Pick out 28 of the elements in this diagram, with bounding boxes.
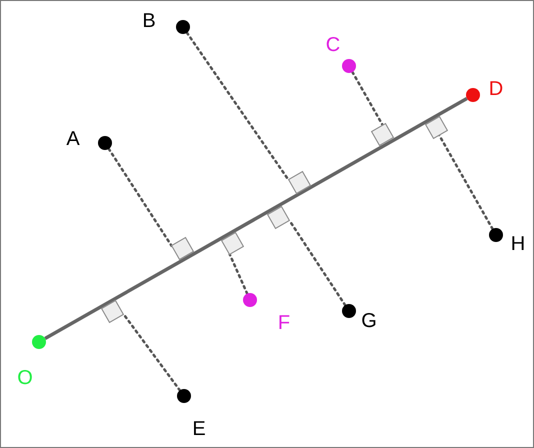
point-label: G [361,311,377,331]
point-dot [342,304,356,318]
point-dot [466,88,480,102]
point-dot [32,335,46,349]
point-label: H [510,234,526,254]
point-dot [489,228,503,242]
point-dot [176,20,190,34]
point-label: B [142,11,156,31]
point-label: C [326,35,340,55]
point-dot [177,389,191,403]
point-label: O [17,368,33,388]
dotted-line [108,148,173,248]
point-dot [342,59,356,73]
dotted-line [351,70,384,127]
point-label: F [278,313,290,333]
point-label: D [488,79,504,99]
right-angle-mark [288,170,311,194]
dotted-line [288,219,346,306]
point-dot [98,136,112,150]
point-label: A [66,129,80,149]
right-angle-mark [101,300,124,324]
dotted-line [228,252,248,295]
point-label: E [192,419,206,439]
point-dot [243,293,257,307]
dotted-line [186,32,290,181]
dotted-line [438,134,494,230]
line-segment [44,96,468,340]
dotted-line [122,313,182,392]
